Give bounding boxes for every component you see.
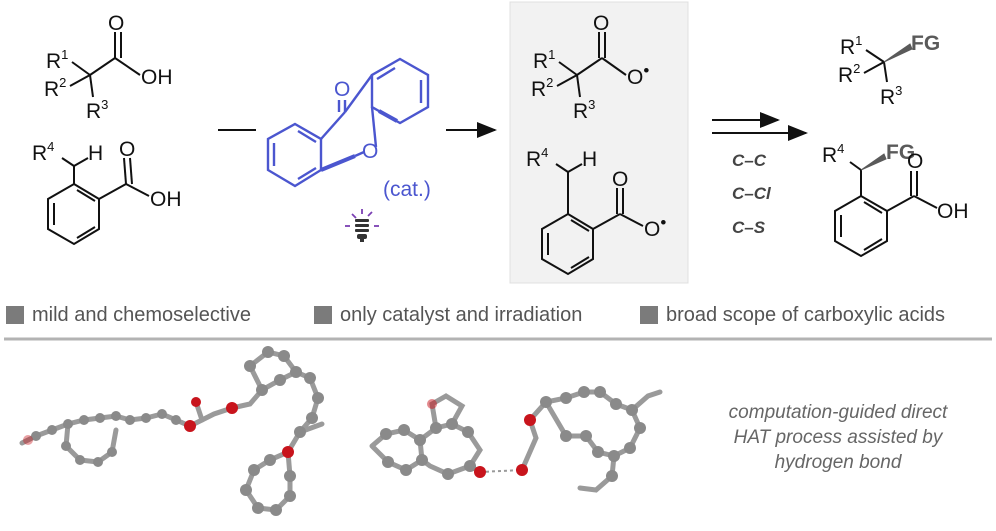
acid-r1: R1 <box>46 47 68 73</box>
benzoic-h: H <box>88 142 103 165</box>
prod1-r1: R1 <box>840 33 862 59</box>
catalyst-carbonyl-o: O <box>334 78 350 101</box>
acid-r3: R3 <box>86 97 108 123</box>
acid-r2: R2 <box>44 75 66 101</box>
reactant-carboxylic-acid <box>69 32 141 98</box>
prod1-fg: FG <box>911 32 940 55</box>
prod2-o: O <box>907 150 923 173</box>
feature-catalyst-label: only catalyst and irradiation <box>340 303 583 326</box>
prod2-fg: FG <box>886 141 915 164</box>
catalyst-label: (cat.) <box>383 178 431 201</box>
condition-cs: C–S <box>732 218 766 237</box>
note-line-1: computation-guided direct <box>729 402 948 423</box>
condition-cc: C–C <box>732 151 767 170</box>
feature-scope: broad scope of carboxylic acids <box>640 301 945 329</box>
feature-scope-label: broad scope of carboxylic acids <box>666 303 946 326</box>
acid-oh: OH <box>141 66 173 89</box>
intermediate-acyloxy-radical <box>556 32 627 98</box>
feature-catalyst: only catalyst and irradiation <box>314 301 582 329</box>
prod2-r4: R4 <box>822 141 844 167</box>
int1-r3: R3 <box>573 97 595 123</box>
bullet-square-icon <box>640 306 658 324</box>
prod1-r3: R3 <box>880 83 902 109</box>
prod2-oh: OH <box>937 200 969 223</box>
benzoic-o: O <box>119 138 135 161</box>
prod1-r2: R2 <box>838 61 860 87</box>
condition-ccl: C–Cl <box>732 184 772 203</box>
acid-o: O <box>108 12 124 35</box>
catalyst-ring-o: O <box>362 140 378 163</box>
int1-r1: R1 <box>533 47 555 73</box>
product-benzoic-fg <box>834 153 938 258</box>
int2-r4: R4 <box>526 145 548 171</box>
molecular-model-1 <box>19 346 325 516</box>
int1-o: O <box>593 12 609 35</box>
lightbulb-icon <box>345 209 379 242</box>
int1-r2: R2 <box>531 75 553 101</box>
bullet-square-icon <box>314 306 332 324</box>
feature-mild-label: mild and chemoselective <box>32 303 251 326</box>
reactant-benzoic-acid <box>47 157 150 246</box>
catalyst-xanthone <box>266 57 430 188</box>
bullet-square-icon <box>6 306 24 324</box>
int1-o-radical: O• <box>627 61 649 89</box>
note-line-2: HAT process assisted by <box>734 427 944 448</box>
benzoic-r4: R4 <box>32 139 54 165</box>
int2-o-radical: O• <box>644 213 666 241</box>
int2-h: H <box>582 148 597 171</box>
intermediate-benzoyloxy-radical <box>541 163 644 276</box>
benzoic-oh: OH <box>150 188 182 211</box>
int2-o: O <box>612 168 628 191</box>
molecular-model-2 <box>369 386 663 493</box>
product-alkyl-fg <box>863 43 913 83</box>
note-line-3: hydrogen bond <box>775 452 903 473</box>
feature-mild: mild and chemoselective <box>6 301 251 329</box>
